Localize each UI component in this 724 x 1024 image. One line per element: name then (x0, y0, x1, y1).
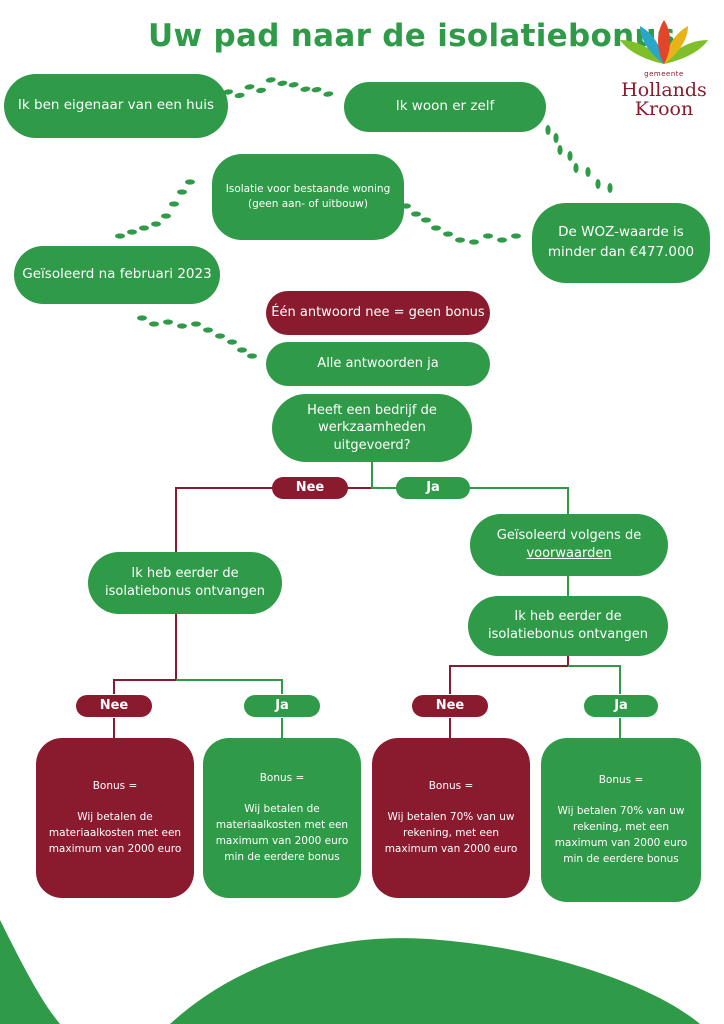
step-woz-waarde: De WOZ-waarde is minder dan €477.000 (532, 203, 710, 283)
question-bedrijf: Heeft een bedrijf de werkzaamheden uitge… (272, 394, 472, 462)
connector-right-ja (568, 665, 621, 694)
result-right-nee: Bonus = Wij betalen 70% van uw rekening,… (372, 738, 530, 898)
logo-line-1: Hollands (621, 79, 707, 101)
summary-ja: Alle antwoorden ja (266, 342, 490, 386)
step-eigenaar: Ik ben eigenaar van een huis (4, 74, 228, 138)
footprints-2 (545, 125, 613, 193)
logo-line-2: Kroon (634, 98, 694, 120)
right-question-eerder-ontvangen: Ik heb eerder de isolatiebonus ontvangen (468, 596, 668, 656)
result-left-ja: Bonus = Wij betalen de materiaalkosten m… (203, 738, 361, 898)
left-label-nee: Nee (76, 695, 152, 717)
voorwaarden-link[interactable]: voorwaarden (526, 546, 612, 561)
connector-left-ja (176, 679, 283, 694)
summary-nee: Één antwoord nee = geen bonus (266, 291, 490, 335)
footprints-1 (223, 77, 334, 99)
step-isolatie-bestaande-woning: Isolatie voor bestaande woning (geen aan… (212, 154, 404, 240)
left-question-eerder-ontvangen: Ik heb eerder de isolatiebonus ontvangen (88, 552, 282, 614)
right-label-nee: Nee (412, 695, 488, 717)
logo-small-text: gemeente (644, 70, 684, 78)
footprints-3 (401, 203, 521, 245)
left-label-ja: Ja (244, 695, 320, 717)
voorwaarden-prefix: Geïsoleerd volgens de (496, 528, 642, 544)
step-geisoleerd-na-februari: Geïsoleerd na februari 2023 (14, 246, 220, 304)
page-title: Uw pad naar de isolatiebonus (148, 18, 676, 54)
result-left-nee: Bonus = Wij betalen de materiaalkosten m… (36, 738, 194, 898)
decorative-leaf-right (170, 938, 700, 1024)
footprints-4 (115, 179, 195, 239)
right-label-ja: Ja (584, 695, 658, 717)
flower-icon (620, 20, 708, 64)
hollands-kroon-logo: gemeente Hollands Kroon (616, 18, 712, 120)
result-right-ja: Bonus = Wij betalen 70% van uw rekening,… (541, 738, 701, 902)
label-nee: Nee (272, 477, 348, 499)
step-woon-zelf: Ik woon er zelf (344, 82, 546, 132)
label-ja: Ja (396, 477, 470, 499)
connector-right-nee (449, 656, 569, 694)
connector-to-ja (371, 462, 569, 514)
right-voorwaarden: Geïsoleerd volgens de voorwaarden (470, 514, 668, 576)
footprints-5 (137, 315, 257, 359)
connector-left-nee (113, 614, 177, 694)
connector-to-nee (175, 462, 373, 552)
decorative-leaf-left (0, 920, 60, 1024)
